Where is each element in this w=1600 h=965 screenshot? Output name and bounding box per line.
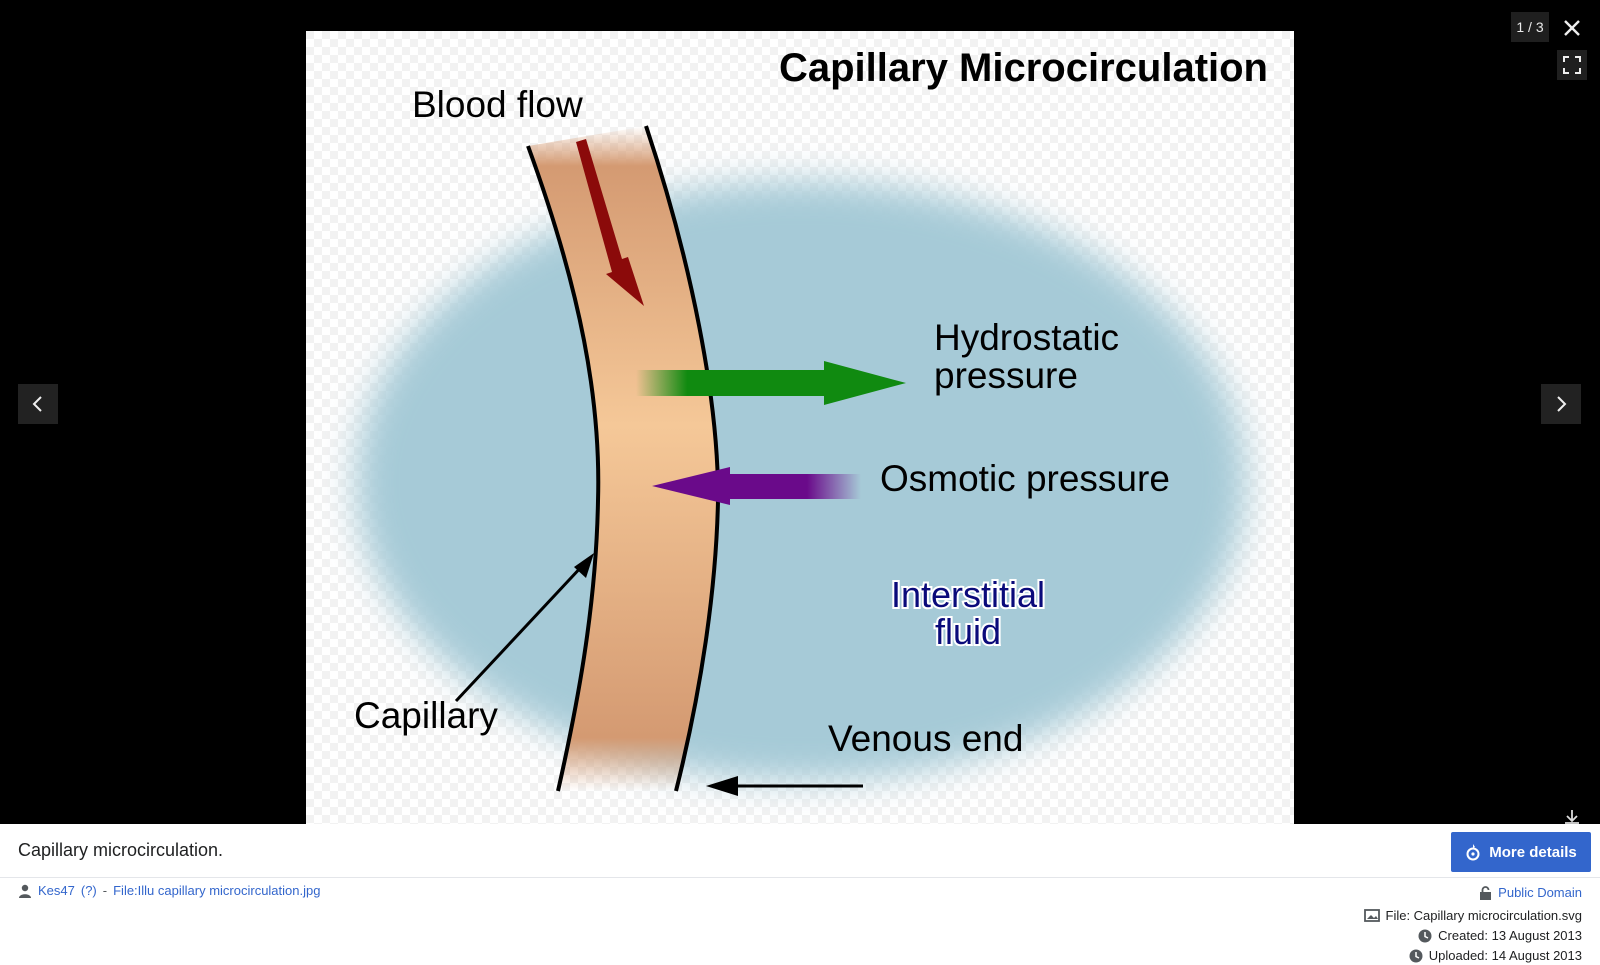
previous-image-button[interactable] — [18, 384, 58, 424]
image-info-panel: Capillary microcirculation. More details… — [0, 824, 1600, 965]
attribution-separator: - — [102, 883, 108, 898]
license-link[interactable]: Public Domain — [1498, 885, 1582, 900]
image-caption: Capillary microcirculation. — [18, 840, 224, 860]
image-icon — [1363, 909, 1380, 922]
osmotic-pressure-arrow — [652, 467, 861, 505]
info-divider — [0, 877, 1600, 878]
venous-end-label: Venous end — [828, 718, 1023, 759]
diagram-image: Capillary Microcirculation Blood flow Hy… — [306, 31, 1294, 824]
attribution: Kes47 (?) - File:Illu capillary microcir… — [18, 883, 320, 898]
blood-flow-label: Blood flow — [412, 84, 583, 125]
capillary-label: Capillary — [354, 695, 498, 736]
hydrostatic-label-line1: Hydrostatic — [934, 317, 1119, 358]
venous-end-arrow — [706, 776, 863, 796]
created-date: Created: 13 August 2013 — [1438, 928, 1582, 943]
created-row: Created: 13 August 2013 — [1418, 928, 1582, 943]
interstitial-label-line1: Interstitial — [891, 574, 1045, 615]
download-button[interactable] — [1558, 808, 1586, 824]
close-button[interactable] — [1555, 12, 1589, 44]
next-image-button[interactable] — [1541, 384, 1581, 424]
image-counter: 1 / 3 — [1511, 12, 1549, 42]
lock-icon — [1480, 885, 1492, 900]
hydrostatic-label-line2: pressure — [934, 355, 1078, 396]
file-name: File: Capillary microcirculation.svg — [1385, 908, 1583, 923]
uploaded-row: Uploaded: 14 August 2013 — [1409, 948, 1582, 963]
file-row: File: Capillary microcirculation.svg — [1363, 908, 1583, 923]
fullscreen-icon — [1563, 56, 1581, 74]
media-viewer: Capillary Microcirculation Blood flow Hy… — [18, 12, 1589, 824]
user-icon — [19, 884, 31, 898]
more-details-label: More details — [1489, 843, 1577, 861]
author-link[interactable]: Kes47 — [38, 883, 75, 898]
osmotic-label: Osmotic pressure — [880, 458, 1170, 499]
capillary-vessel — [528, 126, 719, 791]
author-help-link[interactable]: (?) — [80, 883, 97, 898]
blood-flow-arrow — [576, 139, 644, 306]
source-file-link[interactable]: File:Illu capillary microcirculation.jpg — [113, 883, 321, 898]
clock-icon — [1409, 949, 1423, 962]
chevron-right-icon — [1557, 396, 1567, 412]
clock-icon — [1418, 929, 1432, 942]
license-row: Public Domain — [1479, 885, 1582, 900]
diagram-title: Capillary Microcirculation — [779, 46, 1268, 90]
interstitial-label-line2: fluid — [935, 611, 1001, 652]
close-icon — [1564, 20, 1580, 36]
chevron-left-icon — [32, 396, 42, 412]
download-icon — [1565, 810, 1579, 824]
capillary-pointer-arrow — [454, 553, 594, 703]
hydrostatic-pressure-arrow — [636, 361, 906, 405]
uploaded-date: Uploaded: 14 August 2013 — [1428, 948, 1582, 963]
more-details-button[interactable]: More details — [1451, 832, 1591, 872]
details-icon — [1466, 844, 1480, 861]
fullscreen-button[interactable] — [1557, 50, 1587, 80]
